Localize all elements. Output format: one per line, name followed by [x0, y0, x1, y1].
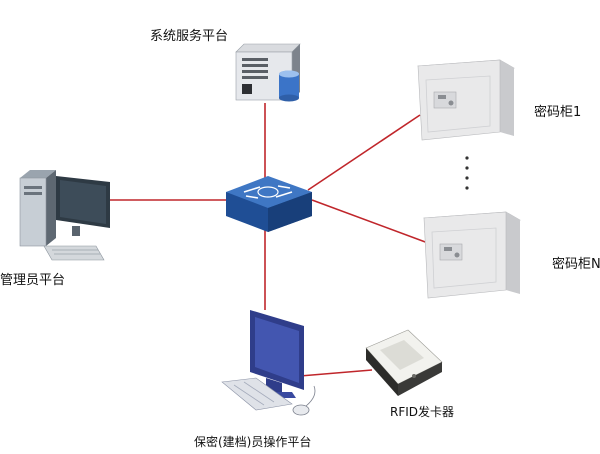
link-switch-cabinet-1 — [307, 114, 421, 191]
cabinet-n-node[interactable]: 密码柜N — [423, 211, 600, 299]
safe-cabinet-icon — [423, 211, 521, 299]
cabinet-1-node[interactable]: 密码柜1 — [417, 59, 581, 141]
operator-node[interactable]: 保密(建档)员操作平台 — [194, 310, 316, 449]
switch-node[interactable] — [226, 176, 312, 232]
server-node[interactable]: 系统服务平台 — [150, 28, 301, 102]
desktop-computer-icon — [19, 170, 110, 261]
operator-label: 保密(建档)员操作平台 — [194, 434, 311, 449]
cabinet-1-label: 密码柜1 — [534, 104, 581, 120]
admin-node[interactable]: 管理员平台 — [0, 170, 110, 288]
rfid-node[interactable]: RFID发卡器 — [365, 329, 454, 419]
switch-icon — [226, 176, 312, 232]
rfid-label: RFID发卡器 — [390, 404, 454, 419]
rfid-reader-icon — [365, 329, 443, 396]
ellipsis-dots — [465, 156, 469, 190]
monitor-keyboard-icon — [221, 310, 316, 416]
safe-cabinet-icon — [417, 59, 515, 141]
link-operator-rfid — [299, 369, 373, 377]
link-switch-cabinet-n — [311, 199, 429, 244]
connection-lines — [108, 103, 429, 377]
cabinet-n-label: 密码柜N — [552, 256, 600, 272]
admin-label: 管理员平台 — [0, 273, 65, 288]
server-icon — [235, 43, 301, 102]
server-label: 系统服务平台 — [150, 28, 228, 44]
